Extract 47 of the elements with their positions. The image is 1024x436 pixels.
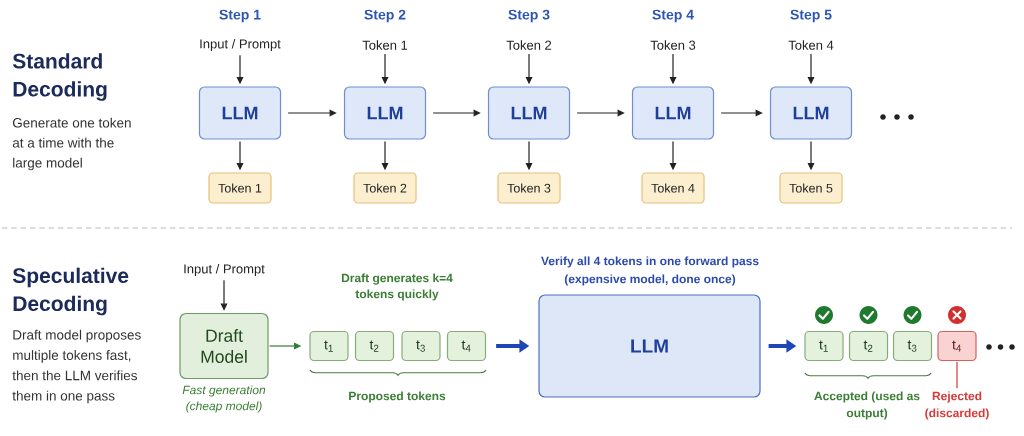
token-box: Token 1 (208, 172, 272, 204)
model-box: LLM (769, 86, 853, 140)
leader-line (956, 361, 958, 389)
section-title: Standard Decoding (12, 53, 107, 101)
status-label: Rejected (discarded) (925, 391, 989, 420)
input-label: Token 3 (650, 40, 696, 50)
step-label: Step 4 (652, 9, 694, 23)
section-title: Speculative Decoding (12, 267, 129, 316)
token-box: Token 3 (497, 172, 561, 204)
step-label: Step 5 (790, 9, 832, 23)
input-label: Token 1 (362, 40, 408, 50)
token-box: t$_{3}$ (892, 330, 933, 362)
input-label: Token 4 (788, 40, 834, 50)
input-label: Token 2 (506, 40, 552, 50)
node-caption: Fast generation (cheap model) (182, 385, 266, 413)
token-box: Token 2 (353, 172, 417, 204)
arrow (432, 109, 481, 117)
model-box: Draft Model (179, 312, 269, 380)
token-box: t$_{3}$ (401, 330, 441, 362)
token-box: t$_{2}$ (354, 330, 395, 362)
annotation: Draft generates k=4 tokens quickly (341, 273, 453, 301)
token-box: t$_{4}$ (446, 330, 487, 362)
section-description: Draft model proposes multiple tokens fast, then the LLM verifies them in one pass (12, 329, 141, 404)
token-box: t$_{4}$ (937, 330, 977, 362)
model-box: LLM (343, 86, 427, 140)
token-box: Token 4 (641, 172, 705, 204)
section-description: Generate one token at a time with the large model (12, 117, 131, 171)
model-box: LLM (198, 86, 282, 140)
model-box: LLM (538, 294, 761, 398)
step-label: Step 2 (364, 9, 406, 23)
token-box: t$_{1}$ (309, 330, 349, 362)
step-label: Step 1 (219, 9, 261, 23)
brace-label: Accepted (used as output) (814, 391, 920, 420)
brace-label: Proposed tokens (349, 391, 446, 403)
arrow (220, 279, 228, 311)
input-label: Input / Prompt (200, 38, 281, 52)
arrow (287, 109, 337, 117)
token-box: t$_{2}$ (848, 330, 889, 362)
arrow (720, 109, 763, 117)
input-label: Input / Prompt (184, 263, 265, 277)
token-box: Token 5 (779, 172, 843, 204)
token-box: t$_{1}$ (804, 330, 844, 362)
model-box: LLM (631, 86, 715, 140)
step-label: Step 3 (508, 9, 550, 23)
model-box: LLM (487, 86, 571, 140)
arrow (576, 109, 625, 117)
box-heading: Verify all 4 tokens in one forward pass (expensive model, done once) (541, 256, 759, 286)
